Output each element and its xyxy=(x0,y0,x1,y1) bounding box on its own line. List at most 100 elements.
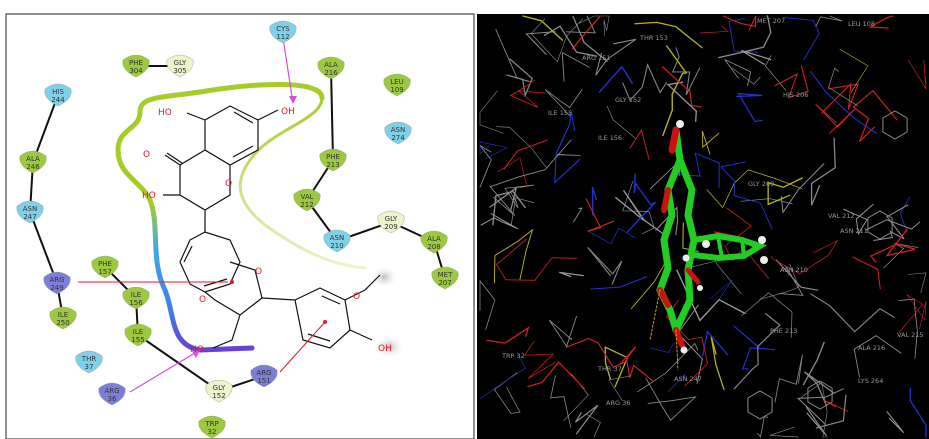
residue-number: 36 xyxy=(108,395,117,403)
wire-segment xyxy=(769,426,799,438)
wire-segment xyxy=(492,190,526,226)
label-3d: TRP 32 xyxy=(501,352,525,360)
residue-name: VAL xyxy=(300,193,313,201)
wire-segment xyxy=(630,263,666,309)
wire-segment xyxy=(759,263,800,300)
wire-segment xyxy=(815,15,843,27)
residue-number: 155 xyxy=(131,336,144,344)
backbone-his244-ala246 xyxy=(32,94,59,163)
wire-segment xyxy=(645,377,697,421)
wire-segment xyxy=(543,25,598,57)
wire-segment xyxy=(661,66,702,108)
label-3d: THR 37 xyxy=(597,365,622,373)
wire-segment xyxy=(479,353,526,400)
backbone-ala216-phe213 xyxy=(330,67,334,161)
wire-segment xyxy=(741,49,772,65)
residue-number: 37 xyxy=(85,363,94,371)
wire-segment xyxy=(701,130,720,155)
residue-name: THR xyxy=(81,355,97,363)
residue-name: GLY xyxy=(174,59,187,67)
wire-segment xyxy=(852,256,881,290)
oh-bottom-left: HO xyxy=(190,345,204,355)
wire-segment xyxy=(767,177,803,206)
residue-number: 213 xyxy=(326,161,339,169)
oh-mid-left: HO xyxy=(142,191,156,201)
wire-segment xyxy=(598,65,633,93)
wire-segment xyxy=(899,196,911,233)
wire-segment xyxy=(823,399,849,412)
wire-segment xyxy=(775,259,819,291)
wire-segment xyxy=(736,92,763,123)
wire-segment xyxy=(510,191,516,227)
carbonyl-o: O xyxy=(143,150,150,160)
wire-segment xyxy=(706,169,803,209)
label-3d: VAL 212 xyxy=(828,212,855,220)
residue-number: 246 xyxy=(26,163,40,171)
wire-segment xyxy=(544,89,583,117)
wire-segment xyxy=(489,139,572,216)
wire-segment xyxy=(796,388,844,425)
wire-segment xyxy=(565,15,596,34)
residue-number: 274 xyxy=(391,134,405,142)
oh-top-left: HO xyxy=(158,108,172,118)
wire-segment xyxy=(527,361,585,390)
residue-number: 305 xyxy=(173,67,186,75)
residue-name: GLY xyxy=(385,215,398,223)
wire-segment xyxy=(604,346,629,388)
residue-number: 212 xyxy=(300,201,313,209)
residue-name: CYS xyxy=(276,25,290,33)
wire-segment xyxy=(780,163,825,214)
wire-segment xyxy=(770,239,839,275)
residue-number: 152 xyxy=(212,392,225,400)
wire-segment xyxy=(565,337,628,369)
wire-segment xyxy=(853,335,902,378)
residue-name: ALA xyxy=(26,155,40,163)
wire-segment xyxy=(525,31,556,55)
residue-name: PHE xyxy=(326,153,340,161)
atom-labels: HO OH O O HO O O HO O OH xyxy=(142,107,392,355)
wire-segment xyxy=(554,110,581,184)
residue-number: 208 xyxy=(427,243,440,251)
residue-name: MET xyxy=(438,271,453,279)
label-3d: ILE 156 xyxy=(598,134,622,142)
wire-segment xyxy=(782,16,820,60)
wire-segment xyxy=(548,315,577,348)
residue-name: ILE xyxy=(131,291,141,299)
label-3d: ASN 247 xyxy=(674,375,702,383)
wire-segment xyxy=(489,186,518,213)
wire-segment xyxy=(722,15,757,31)
wire-segment xyxy=(779,265,804,296)
methoxy-o: O xyxy=(353,292,360,302)
wire-segment xyxy=(595,38,637,76)
residue-name: ASN xyxy=(23,205,37,213)
pocket-outline xyxy=(115,82,325,353)
ligand-bonds xyxy=(163,105,381,349)
residue-number: 249 xyxy=(50,284,63,292)
wire-segment xyxy=(839,49,869,93)
wire-segment xyxy=(710,335,725,391)
wire-segment xyxy=(662,45,688,137)
aromatic-ring xyxy=(867,210,893,240)
wire-segment xyxy=(634,21,703,49)
aromatic-ring xyxy=(747,390,773,420)
wire-segment xyxy=(486,326,530,344)
wire-segment xyxy=(503,139,548,170)
residue-name: ARG xyxy=(256,369,271,377)
